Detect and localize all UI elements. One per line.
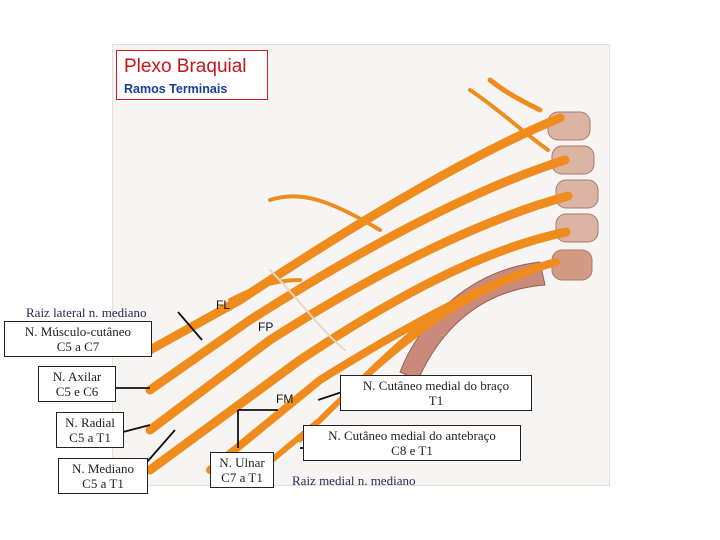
page-subtitle: Ramos Terminais	[124, 82, 228, 96]
label-fp: FP	[258, 320, 274, 334]
label-mediano: N. Mediano C5 a T1	[58, 458, 148, 494]
label-axilar: N. Axilar C5 e C6	[38, 366, 116, 402]
label-fm: FM	[276, 392, 294, 406]
nerve-trunks	[145, 77, 573, 475]
leader-lines	[115, 311, 343, 463]
label-musculo-cutaneo: N. Músculo-cutâneo C5 a C7	[4, 321, 152, 357]
label-ulnar: N. Ulnar C7 a T1	[210, 452, 274, 488]
label-cutaneo-braco: N. Cutâneo medial do braço T1	[340, 375, 532, 411]
label-cutaneo-antebraco: N. Cutâneo medial do antebraço C8 e T1	[303, 425, 521, 461]
label-radial: N. Radial C5 a T1	[56, 412, 124, 448]
label-fl: FL	[216, 298, 231, 312]
vertebrae	[547, 111, 599, 281]
label-raiz-lateral: Raiz lateral n. mediano	[26, 305, 147, 320]
label-raiz-medial: Raiz medial n. mediano	[292, 473, 416, 488]
title-box: Plexo Braquial Ramos Terminais	[116, 50, 268, 100]
page-title: Plexo Braquial	[124, 56, 247, 77]
